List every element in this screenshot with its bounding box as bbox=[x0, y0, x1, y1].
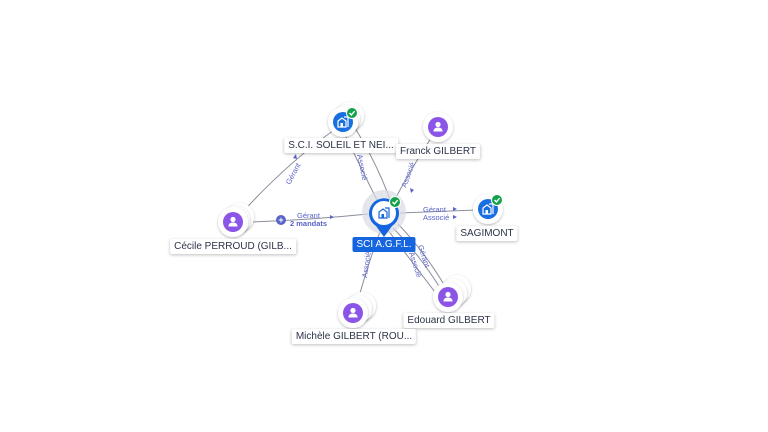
edge-edouard-main-3 bbox=[397, 223, 447, 289]
edge-label-gerant: Gérant bbox=[284, 161, 303, 186]
check-badge-icon bbox=[345, 106, 359, 120]
arrow-icon bbox=[410, 188, 414, 193]
node-label-edouard[interactable]: Edouard GILBERT bbox=[403, 313, 495, 328]
edge-markers: + bbox=[276, 154, 457, 225]
edge-label-associe: Associé bbox=[399, 161, 416, 189]
edge-label-associe: Associé bbox=[423, 213, 449, 222]
edge-label-associe: Associé bbox=[355, 154, 369, 182]
node-label-michele[interactable]: Michèle GILBERT (ROU... bbox=[291, 329, 417, 344]
edge-soleil-cecile bbox=[239, 129, 335, 216]
node-cecile[interactable] bbox=[218, 203, 254, 237]
arrow-icon bbox=[453, 207, 457, 211]
edge-label-gerant: Gérant bbox=[423, 205, 447, 214]
node-label-cecile[interactable]: Cécile PERROUD (GILB... bbox=[170, 239, 296, 254]
node-label-sagimont[interactable]: SAGIMONT bbox=[456, 226, 518, 241]
node-label-sci-soleil[interactable]: S.C.I. SOLEIL ET NEI... bbox=[284, 138, 398, 153]
building-icon bbox=[378, 207, 390, 219]
node-edouard[interactable] bbox=[433, 275, 471, 312]
plus-icon[interactable]: + bbox=[278, 215, 283, 225]
edge-label-gerant: Gérant bbox=[297, 211, 321, 220]
edge-label-associe: Associé bbox=[360, 251, 373, 278]
node-sci-agfl[interactable] bbox=[362, 190, 406, 237]
edge-main-sagimont bbox=[399, 209, 477, 214]
edge-edouard-main-1 bbox=[392, 227, 443, 292]
arrow-icon bbox=[330, 215, 334, 219]
check-badge-icon bbox=[490, 193, 504, 207]
mandats-expand-icon[interactable] bbox=[276, 215, 286, 225]
node-label-franck[interactable]: Franck GILBERT bbox=[396, 144, 480, 159]
node-franck[interactable] bbox=[423, 112, 453, 142]
arrow-icon bbox=[293, 154, 297, 159]
edge-cecile-main bbox=[249, 213, 369, 223]
node-label-sci-agfl[interactable]: SCI A.G.F.L. bbox=[352, 237, 416, 252]
check-badge-icon bbox=[388, 195, 402, 209]
node-sagimont[interactable] bbox=[473, 193, 504, 224]
edge-edouard-main-2 bbox=[387, 229, 439, 297]
edge-label-mandats[interactable]: 2 mandats bbox=[290, 219, 327, 228]
node-sci-soleil[interactable] bbox=[328, 102, 364, 137]
arrow-icon bbox=[453, 215, 457, 219]
node-michele[interactable] bbox=[338, 292, 376, 328]
